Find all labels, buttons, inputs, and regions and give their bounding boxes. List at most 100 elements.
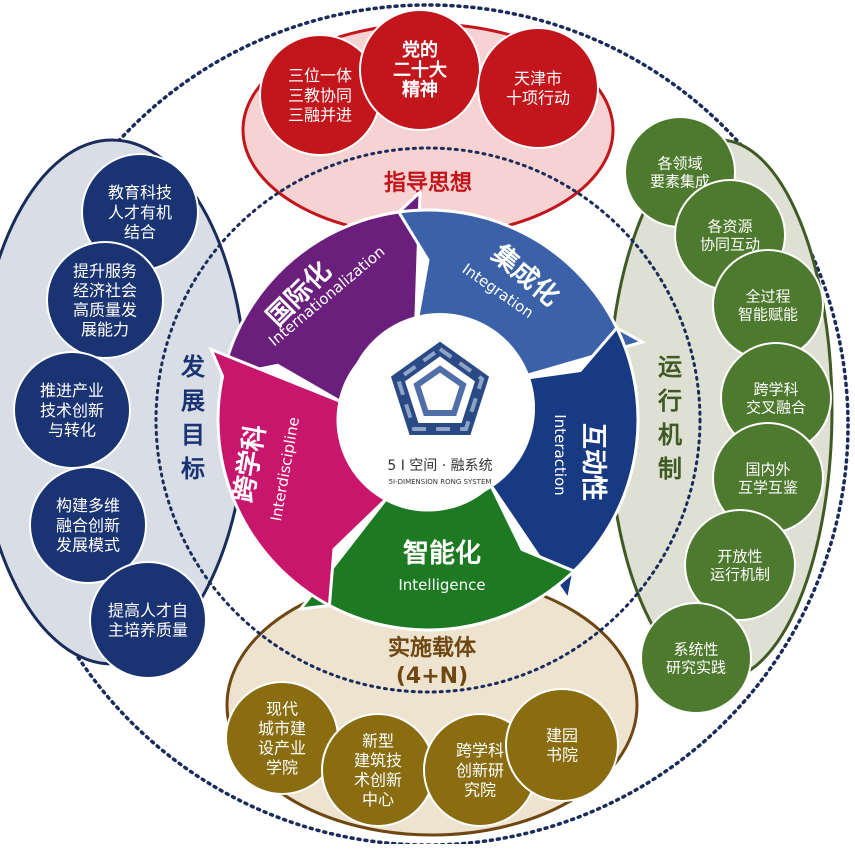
- logo-subtitle: 5I-DIMENSION RONG SYSTEM: [389, 478, 492, 486]
- top-panel-title: 指导思想: [384, 171, 472, 196]
- right-title-char: 行: [657, 387, 682, 415]
- bottom-circle-line: 书院: [546, 746, 578, 765]
- left-circle-line: 发展模式: [56, 535, 120, 554]
- segment-label-zh: 互动性: [578, 423, 608, 501]
- left-circle-line: 融合创新: [56, 516, 120, 535]
- segment-label-zh: 智能化: [403, 538, 481, 569]
- left-title-char: 标: [181, 455, 205, 483]
- pentagon-logo-icon: [390, 341, 490, 435]
- left-circle-line: 与转化: [48, 420, 96, 439]
- right-circle-line: 智能赋能: [738, 306, 798, 324]
- center-disc: [345, 313, 535, 503]
- bottom-circle-line: 跨学科: [456, 741, 504, 760]
- top-circle-line: 党的: [402, 39, 438, 61]
- bottom-circle-line: 城市建: [258, 719, 306, 738]
- top-circle-line: 三融并进: [288, 105, 352, 124]
- bottom-circle-line: 术创新: [354, 771, 402, 790]
- right-panel-title: 运行机制: [657, 353, 682, 483]
- right-circle-line: 互学互鉴: [738, 479, 798, 497]
- bottom-title-line: (4+N): [396, 664, 468, 689]
- left-circle-line: 主培养质量: [108, 621, 188, 640]
- left-circle-line: 构建多维: [56, 496, 120, 515]
- left-circle-line: 经济社会: [73, 281, 137, 300]
- wheel-segment: 智能化 Intelligence: [297, 482, 577, 632]
- left-circle-line: 展能力: [81, 320, 129, 339]
- left-title-char: 展: [181, 387, 205, 415]
- bottom-circle-line: 建园: [546, 726, 578, 745]
- bottom-title-line: 实施载体: [388, 635, 477, 661]
- bottom-circle-line: 设产业: [258, 739, 306, 758]
- left-circles: 教育科技人才有机结合提升服务经济社会高质量发展能力推进产业技术创新与转化构建多维…: [13, 153, 207, 679]
- right-circle-line: 研究实践: [666, 659, 726, 677]
- top-circle-line: 精神: [402, 78, 438, 100]
- right-circle-line: 系统性: [673, 640, 718, 658]
- segment-label-en: Interaction: [551, 414, 569, 495]
- inner-dotted-ring: [154, 146, 702, 694]
- bottom-circle-line: 建筑技: [354, 751, 402, 770]
- right-circle-line: 跨学科: [753, 380, 798, 398]
- top-circle-line: 三教协同: [288, 86, 352, 105]
- right-circles: 各领域要素集成各资源协同互动全过程智能赋能跨学科交叉融合国内外互学互鉴开放性运行…: [624, 116, 832, 714]
- left-title-char: 发: [180, 353, 205, 381]
- bottom-circle-line: 新型: [362, 731, 394, 750]
- left-circle-line: 推进产业: [40, 381, 104, 400]
- bottom-circle-line: 究院: [464, 780, 496, 799]
- bottom-circle-line: 创新研: [456, 761, 504, 780]
- bottom-circle-line: 中心: [362, 790, 394, 809]
- top-circle-line: 十项行动: [506, 89, 570, 108]
- right-circle-line: 要素集成: [650, 173, 710, 191]
- right-circle-line: 国内外: [745, 460, 790, 478]
- right-title-char: 制: [658, 455, 682, 483]
- left-circle-line: 高质量发: [73, 301, 137, 320]
- right-title-char: 机: [658, 421, 682, 449]
- top-circle-line: 天津市: [514, 69, 562, 88]
- right-title-char: 运: [658, 353, 682, 381]
- left-circle-line: 结合: [124, 222, 156, 241]
- right-circle-line: 全过程: [745, 287, 790, 305]
- segment-label-en: Intelligence: [398, 576, 485, 594]
- top-circle-line: 三位一体: [288, 66, 352, 85]
- center-logo: 5 I 空间 · 融系统 5I-DIMENSION RONG SYSTEM: [345, 313, 535, 503]
- right-circle-line: 运行机制: [710, 566, 770, 584]
- left-circle-line: 提升服务: [73, 261, 137, 280]
- left-circle-line: 技术创新: [40, 401, 104, 420]
- right-circle-line: 各领域: [657, 154, 702, 172]
- left-circle-line: 人才有机: [108, 203, 172, 222]
- top-circle-line: 二十大: [393, 59, 447, 81]
- right-circle-line: 交叉融合: [746, 399, 806, 417]
- left-title-char: 目: [181, 421, 205, 449]
- bottom-circle-line: 现代: [266, 699, 298, 718]
- left-circle-line: 提高人才自: [108, 601, 188, 620]
- right-circle-line: 开放性: [717, 547, 762, 565]
- bottom-circle-line: 学院: [266, 758, 298, 777]
- left-circle-line: 教育科技: [108, 183, 172, 202]
- right-circle-line: 协同互动: [700, 236, 760, 254]
- logo-title: 5 I 空间 · 融系统: [387, 458, 492, 474]
- bottom-panel-title: 实施载体 (4+N): [388, 635, 477, 689]
- right-circle-line: 各资源: [707, 217, 752, 235]
